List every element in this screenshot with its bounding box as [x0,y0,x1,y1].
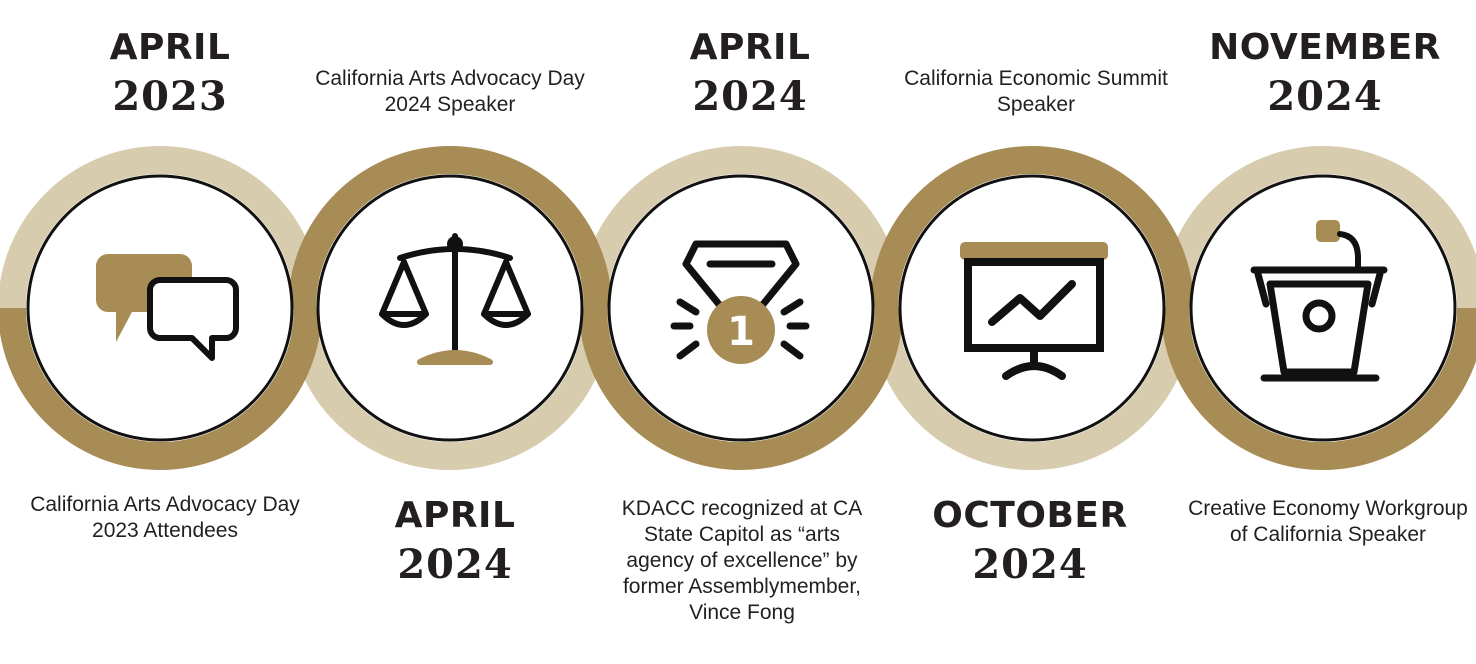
milestone-5-year: 2024 [1267,73,1383,120]
first-place-medal-icon [670,240,810,364]
milestone-3-year: 2024 [692,73,808,120]
milestone-1-month: APRIL [109,27,231,68]
milestone-2-month: APRIL [394,495,516,536]
milestone-4-month: OCTOBER [932,495,1128,536]
milestone-2-description: California Arts Advocacy Day 2024 Speake… [315,67,585,116]
milestone-5-month: NOVEMBER [1209,27,1441,68]
ring-4-lower [870,308,1194,470]
podium-microphone-icon [1250,220,1388,382]
ring-5-upper [1161,146,1476,308]
ring-2-lower [288,308,612,470]
ring-4-upper [870,146,1194,308]
disc-2 [316,174,584,442]
presentation-board-icon [960,242,1108,380]
disc-5 [1189,174,1457,442]
milestone-1-year: 2023 [112,73,228,120]
milestone-5-description: Creative Economy Workgroup of California… [1188,497,1468,546]
milestone-4-year: 2024 [972,541,1088,588]
milestone-3-month: APRIL [689,27,811,68]
scales-of-justice-icon [379,233,531,365]
ring-1-upper [0,146,322,308]
ring-3-lower [579,308,903,470]
ring-2-upper [288,146,612,308]
ring-lower-halves [0,308,1476,470]
speech-bubbles-icon [96,254,239,361]
ring-upper-halves [0,146,1476,308]
ring-5-lower [1161,308,1476,470]
milestone-1-description: California Arts Advocacy Day 2023 Attend… [30,493,300,542]
ring-3-upper [579,146,903,308]
milestone-4-description: California Economic Summit Speaker [904,67,1168,116]
milestone-2-year: 2024 [397,541,513,588]
ring-1-lower [0,308,322,470]
milestone-3-description: KDACC recognized at CA State Capitol as … [621,497,863,624]
medal-disc [707,296,775,364]
medal-number: 1 [727,309,755,355]
